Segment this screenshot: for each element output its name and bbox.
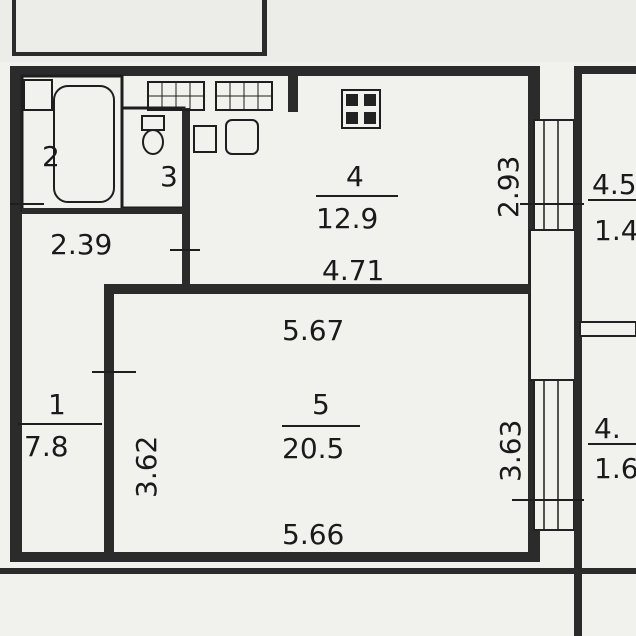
kitchen-width-label: 4.71 [322, 254, 384, 287]
neighbor-lower-number: 4. [594, 412, 621, 445]
top-wall [12, 52, 267, 56]
stove-burner-3 [346, 112, 358, 124]
stove [341, 89, 381, 129]
living-height-label: 3.63 [494, 420, 527, 482]
room1-area: 7.8 [24, 430, 69, 463]
outer-wall-bottom [10, 552, 540, 562]
room1-number: 1 [48, 388, 66, 421]
kitchen-notch-wall [288, 66, 298, 112]
window-kitchen [533, 119, 575, 231]
top-area [0, 0, 636, 62]
top-partition [262, 0, 267, 56]
room5-number: 5 [312, 388, 330, 421]
outer-wall-left [10, 66, 22, 556]
corridor-top-wall [22, 208, 182, 214]
kitchen-sink [193, 125, 217, 153]
stove-burner-1 [346, 94, 358, 106]
kitchen-height-label: 2.93 [492, 156, 525, 218]
top-left-wall [12, 0, 16, 55]
toilet-bowl [142, 129, 164, 155]
room4-number: 4 [346, 160, 364, 193]
bathroom-sink [23, 79, 53, 111]
room1-right-wall [104, 290, 114, 554]
neighbor-left-wall [574, 66, 582, 636]
outer-wall-top-right [296, 66, 540, 76]
room3-number: 3 [160, 160, 178, 193]
corridor-height-label: 3.62 [130, 436, 163, 498]
kitchen-left-wall [182, 108, 190, 288]
neighbor-top-wall [574, 66, 636, 74]
outer-wall-top-left [10, 66, 296, 76]
bottom-strip [0, 568, 636, 574]
room5-area: 20.5 [282, 432, 344, 465]
living-top-width-label: 5.67 [282, 314, 344, 347]
room2-number: 2 [42, 140, 60, 173]
living-bottom-width-label: 5.66 [282, 518, 344, 551]
neighbor-upper-number: 4.5 [592, 168, 636, 201]
pier-between-windows [529, 229, 577, 381]
corridor-width-label: 2.39 [50, 228, 112, 261]
neighbor-lower-area: 1.6 [594, 452, 636, 485]
living-top-wall [104, 284, 530, 294]
kitchen-cabinet [225, 119, 259, 155]
stove-burner-2 [364, 94, 376, 106]
neighbor-partition [579, 321, 636, 337]
room4-area: 12.9 [316, 202, 378, 235]
window-living [533, 379, 575, 531]
stove-burner-4 [364, 112, 376, 124]
neighbor-upper-area: 1.4 [594, 214, 636, 247]
bathtub [53, 85, 115, 203]
